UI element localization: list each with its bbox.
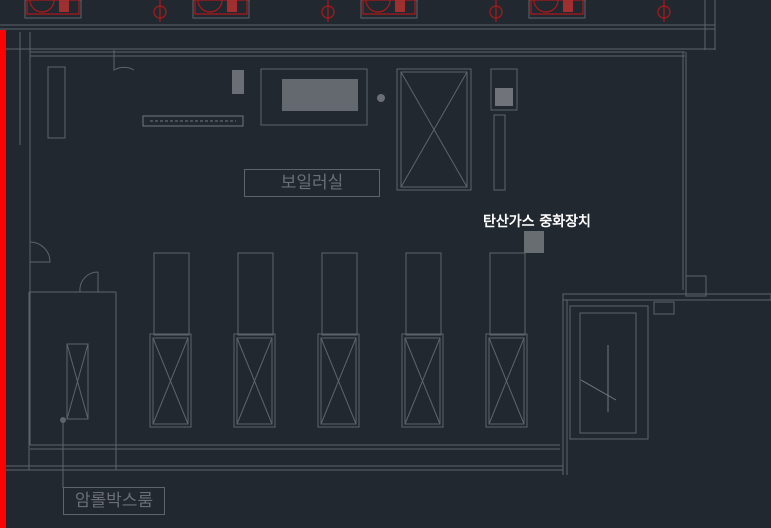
selection-highlight-bar — [0, 30, 6, 528]
tank — [401, 252, 444, 428]
valve-icon — [321, 0, 335, 22]
valve-icon — [489, 0, 503, 22]
valve-icon — [657, 0, 671, 22]
tank — [485, 252, 528, 428]
tank — [317, 252, 360, 428]
valve-icon — [153, 0, 167, 22]
tank — [233, 252, 276, 428]
room-label-armroll-box-room: 암롤박스룸 — [63, 487, 165, 515]
boiler-unit — [24, 0, 82, 19]
boiler-unit — [192, 0, 250, 19]
tank-row — [149, 252, 528, 428]
room-label-boiler-room: 보일러실 — [244, 169, 380, 197]
boiler-unit — [528, 0, 586, 19]
walls — [0, 0, 771, 488]
boiler-room-equipment — [47, 66, 544, 253]
tank — [149, 252, 192, 428]
top-equipment-row — [24, 0, 671, 22]
boiler-unit — [360, 0, 418, 19]
annotation-co2-neutralizer: 탄산가스 중화장치 — [483, 214, 591, 230]
